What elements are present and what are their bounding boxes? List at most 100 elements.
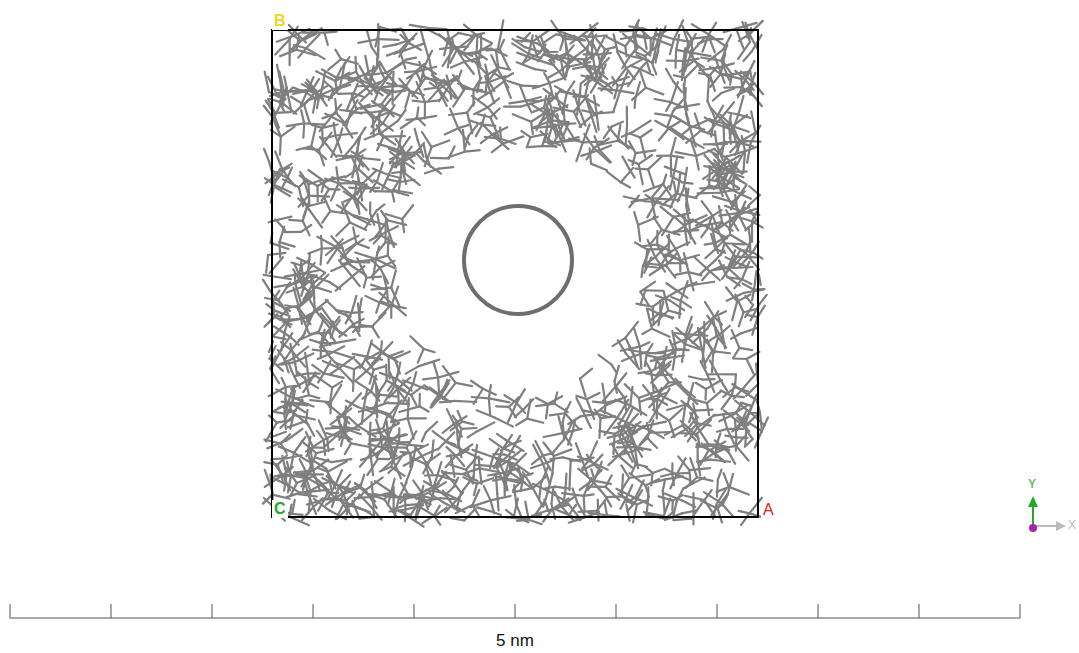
bond-stick [308,453,317,473]
bond-stick [597,112,614,113]
bond-stick [618,442,630,444]
bond-stick [319,87,338,95]
bond-stick [591,164,607,171]
bond-stick [646,88,664,95]
bond-stick [465,451,482,459]
bond-stick [739,312,744,326]
bond-stick [646,362,652,372]
bond-stick [645,466,653,473]
bond-stick [529,35,533,54]
bond-stick [355,381,371,391]
bond-stick [467,113,472,134]
bond-stick [710,271,720,280]
bond-stick [267,440,287,448]
bond-stick [399,510,415,520]
bond-stick [697,282,714,285]
bond-stick [263,280,271,292]
bond-stick [307,499,325,504]
bond-stick [669,121,681,128]
bond-stick [405,44,424,51]
bond-stick [339,368,353,382]
bond-stick [410,336,423,349]
bond-stick [590,148,591,163]
bond-stick [640,290,645,305]
bond-stick [628,453,633,462]
bond-stick [496,405,509,408]
bond-stick [627,503,634,511]
bond-stick [313,460,328,471]
bond-stick [670,156,673,174]
bond-stick [399,182,400,193]
bond-stick [448,152,464,158]
bond-stick [731,396,743,397]
bond-stick [437,377,440,393]
bond-stick [412,447,416,467]
bond-stick [691,53,710,57]
bond-stick [640,438,648,446]
bond-stick [676,348,689,351]
bond-stick [464,509,475,521]
bond-stick [349,75,365,80]
bond-stick [417,82,425,102]
bond-stick [744,51,752,61]
bond-stick [282,378,286,387]
bond-stick [389,175,399,177]
bond-stick [710,39,715,52]
bond-stick [355,371,366,381]
bond-stick [365,477,382,490]
bond-stick [307,473,322,475]
bond-stick [463,130,465,152]
bond-stick [634,121,651,132]
bond-stick [263,495,272,504]
bond-stick [739,348,752,350]
bond-stick [736,446,748,461]
bond-stick [389,163,394,175]
bond-stick [612,444,618,455]
bond-stick [506,510,514,516]
bond-stick [300,459,308,474]
bond-stick [663,479,665,490]
bond-stick [421,116,437,119]
bond-stick [458,71,461,80]
bond-stick [417,117,425,125]
bond-stick [391,271,396,288]
bond-stick [453,89,465,107]
bond-stick [472,490,479,505]
bond-stick [302,507,314,520]
bond-stick [708,375,715,392]
bond-stick [750,210,756,220]
bond-stick [378,144,398,150]
bond-stick [698,192,720,195]
bond-stick [738,213,746,229]
bond-stick [713,339,718,355]
bond-stick [694,257,710,272]
bond-stick [517,62,535,69]
bond-stick [651,372,662,383]
bond-stick [437,462,441,475]
amorphous-network [263,20,768,526]
bond-stick [674,51,677,68]
bond-stick [736,29,743,49]
bond-stick [555,492,562,507]
bond-stick [396,453,404,466]
bond-stick [477,422,495,431]
bond-stick [288,55,290,65]
bond-stick [754,271,756,290]
bond-stick [366,277,381,278]
bond-stick [281,178,287,189]
bond-stick [640,130,651,138]
bond-stick [621,494,628,508]
bond-stick [749,238,752,252]
bond-stick [497,434,505,440]
bond-stick [433,362,438,378]
bond-stick [388,226,397,231]
bond-stick [392,172,403,173]
bond-stick [422,449,438,456]
bond-stick [554,449,572,456]
bond-stick [634,490,642,503]
bond-stick [456,456,464,466]
bond-stick [282,402,292,404]
bond-stick [425,147,432,166]
bond-stick [593,402,606,403]
bond-stick [406,58,416,60]
